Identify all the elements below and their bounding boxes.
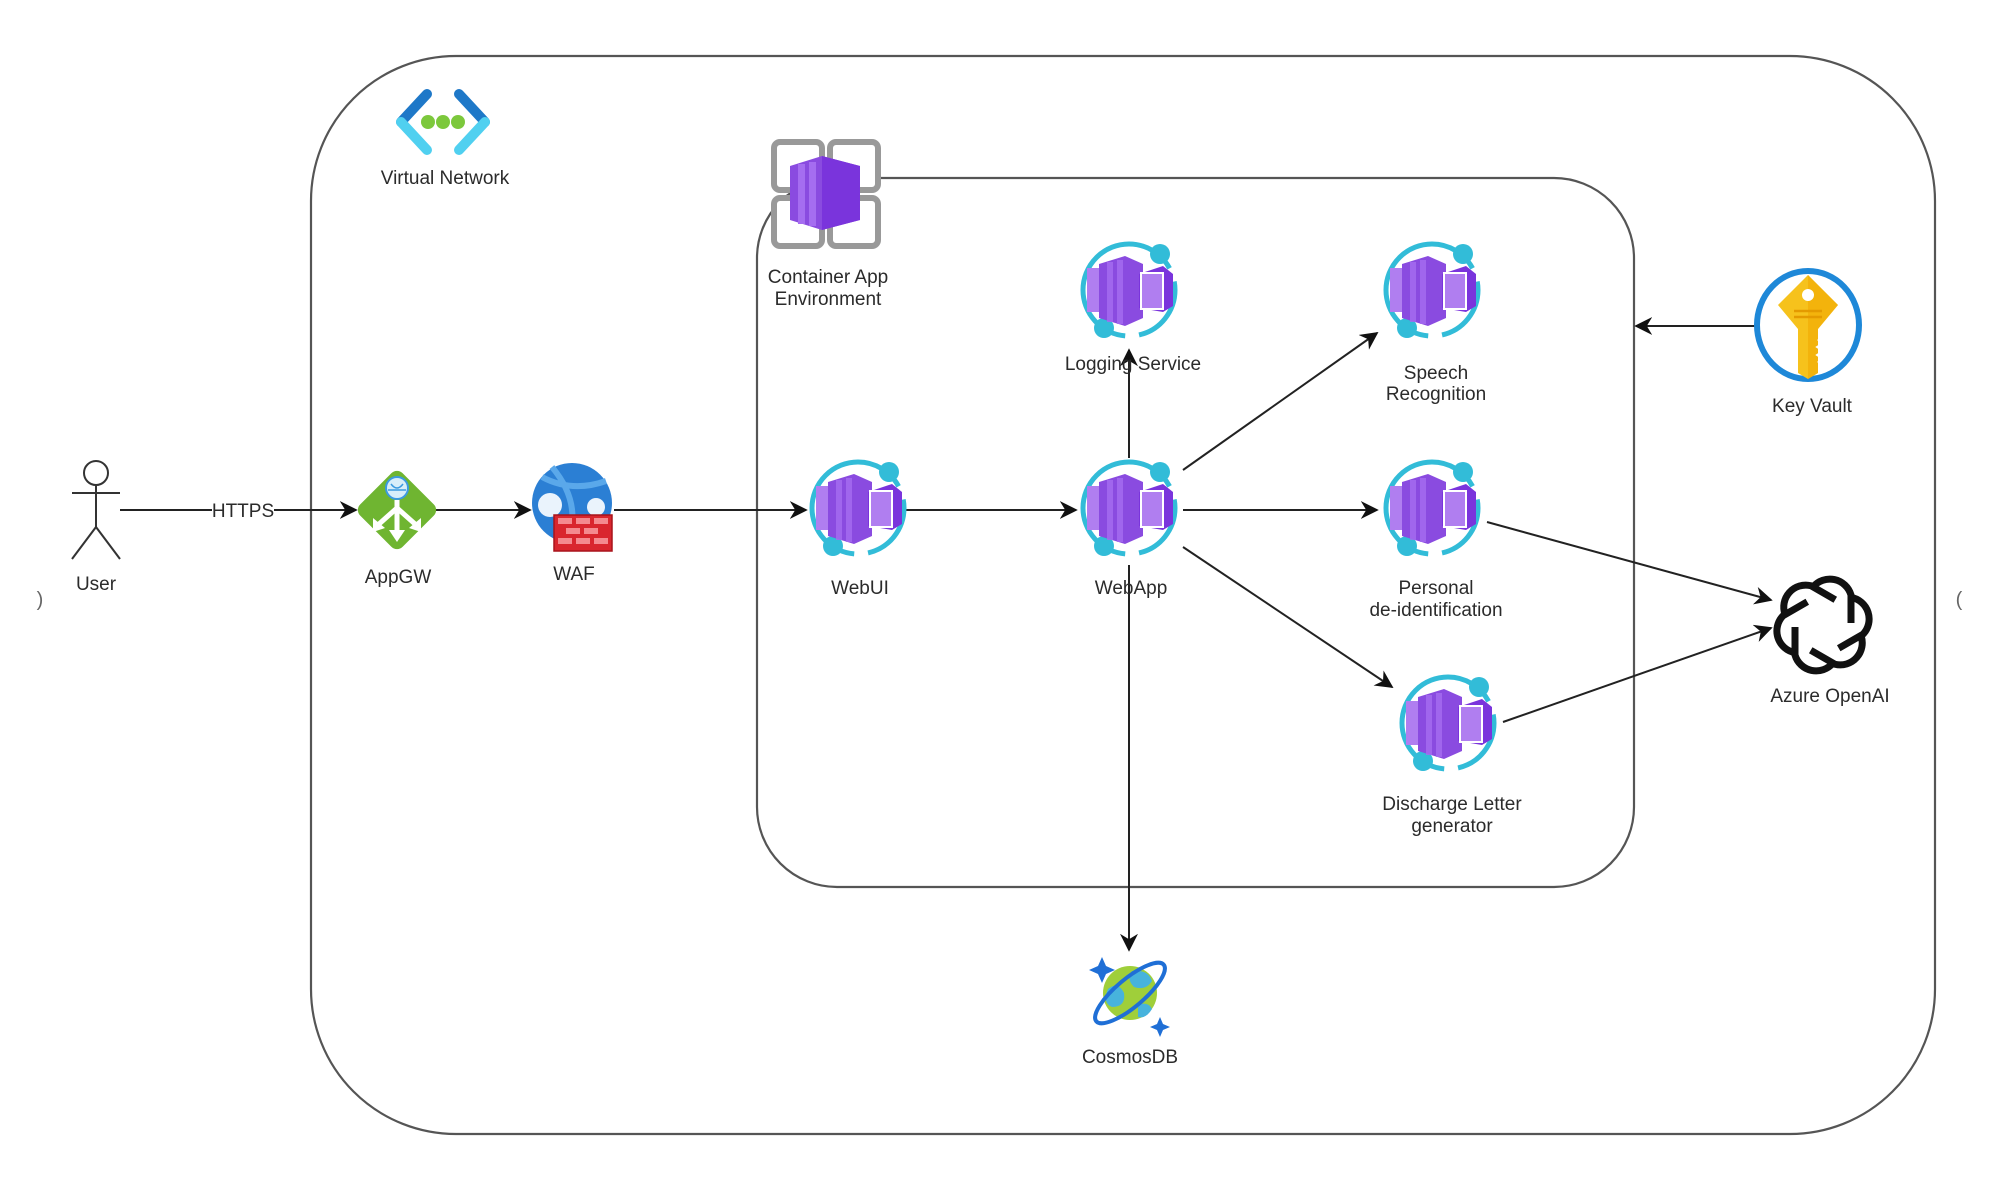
container-app-environment-boundary	[755, 176, 1636, 889]
edge-webapp-discharge	[1182, 546, 1394, 689]
speech-recognition-label-2: Recognition	[1386, 384, 1486, 405]
webapp-container-app-icon[interactable]	[1083, 462, 1175, 556]
discharge-letter-label-2: generator	[1411, 816, 1493, 837]
application-gateway-icon[interactable]	[355, 468, 440, 553]
key-vault-label: Key Vault	[1772, 396, 1853, 417]
cosmosdb-icon[interactable]	[1087, 954, 1172, 1037]
container-app-environment-label-2: Environment	[775, 289, 882, 310]
speech-recognition-container-app-icon[interactable]	[1386, 244, 1478, 338]
virtual-network-boundary	[309, 54, 1937, 1136]
webapp-label: WebApp	[1095, 578, 1168, 599]
logging-service-container-app-icon[interactable]	[1083, 244, 1175, 338]
key-vault-icon[interactable]	[1754, 268, 1862, 382]
openai-logo-icon[interactable]	[1769, 575, 1876, 675]
edge-discharge-openai	[1502, 624, 1773, 723]
edges: HTTPS	[120, 317, 1773, 952]
edge-fragment-left: )	[37, 589, 44, 611]
virtual-network-icon	[396, 89, 490, 155]
edge-webapp-speech	[1182, 331, 1379, 471]
speech-recognition-label-1: Speech	[1404, 363, 1468, 384]
personal-deidentification-label-2: de-identification	[1369, 600, 1502, 621]
edge-fragment-right: (	[1956, 589, 1963, 611]
logging-service-label: Logging Service	[1065, 354, 1201, 375]
web-application-firewall-icon[interactable]	[532, 463, 613, 552]
user-stick-figure-icon[interactable]	[71, 460, 121, 560]
edge-personal-openai	[1486, 521, 1773, 605]
user-label: User	[76, 574, 117, 595]
container-app-environment-icon[interactable]	[771, 139, 881, 249]
https-label: HTTPS	[212, 501, 274, 522]
container-app-environment-label-1: Container App	[768, 267, 888, 288]
https-label-bg	[212, 498, 274, 520]
personal-deidentification-container-app-icon[interactable]	[1386, 462, 1478, 556]
appgw-label: AppGW	[365, 567, 432, 588]
cosmosdb-label: CosmosDB	[1082, 1047, 1178, 1068]
personal-deidentification-label-1: Personal	[1399, 578, 1474, 599]
virtual-network-label: Virtual Network	[381, 168, 510, 189]
webui-container-app-icon[interactable]	[812, 462, 904, 556]
discharge-letter-container-app-icon[interactable]	[1402, 677, 1494, 771]
webui-label: WebUI	[831, 578, 889, 599]
azure-openai-label: Azure OpenAI	[1770, 686, 1889, 707]
discharge-letter-label-1: Discharge Letter	[1382, 794, 1522, 815]
waf-label: WAF	[553, 564, 595, 585]
